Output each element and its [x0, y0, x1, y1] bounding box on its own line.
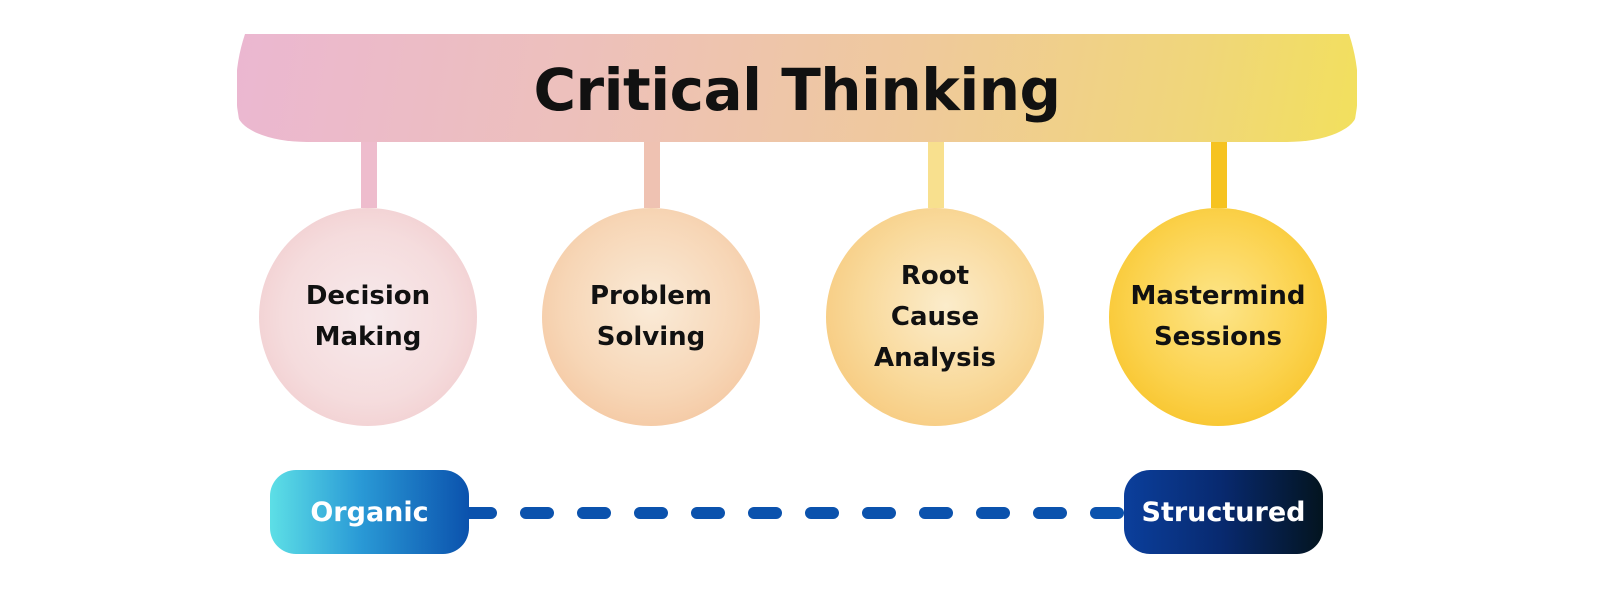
spectrum-end-pill: Structured: [1124, 470, 1323, 554]
node-mastermind-sessions: Mastermind Sessions: [1109, 208, 1327, 426]
connector-stem-4: [1211, 142, 1227, 208]
connector-stem-2: [644, 142, 660, 208]
connector-stem-1: [361, 142, 377, 208]
spectrum-end-label: Structured: [1141, 496, 1306, 528]
spectrum-start-label: Organic: [310, 496, 429, 528]
diagram-title: Critical Thinking: [533, 56, 1061, 124]
node-decision-making: Decision Making: [259, 208, 477, 426]
spectrum-dashed-line: [469, 507, 1124, 519]
title-banner: Critical Thinking: [237, 34, 1357, 142]
node-label: Root Cause Analysis: [874, 260, 996, 373]
node-root-cause-analysis: Root Cause Analysis: [826, 208, 1044, 426]
connector-stem-3: [928, 142, 944, 208]
node-problem-solving: Problem Solving: [542, 208, 760, 426]
spectrum-start-pill: Organic: [270, 470, 469, 554]
node-label: Problem Solving: [590, 281, 712, 352]
node-label: Mastermind Sessions: [1130, 281, 1306, 352]
node-label: Decision Making: [305, 281, 431, 352]
